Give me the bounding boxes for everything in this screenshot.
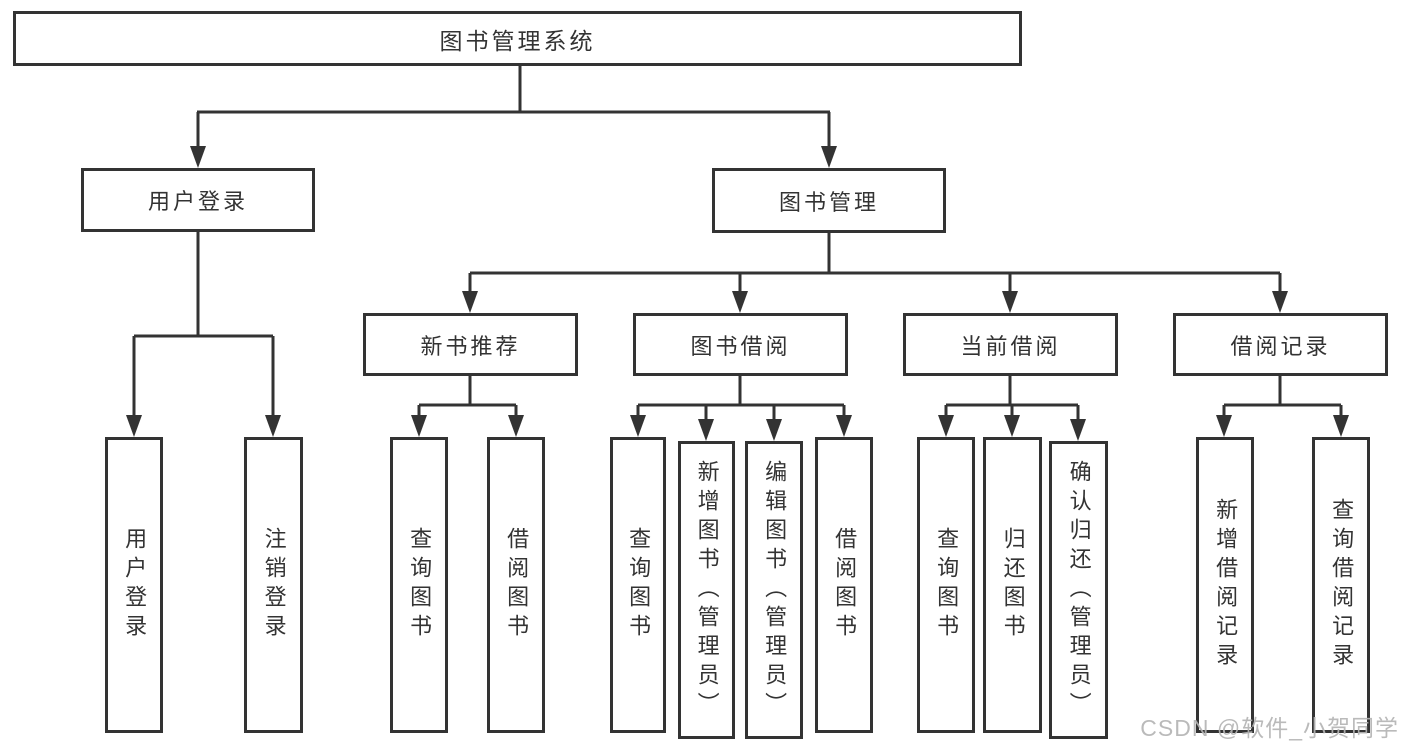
arrowhead	[1272, 291, 1288, 313]
node-label: 借阅记录	[1230, 333, 1331, 359]
leaf-user-login: 用户登录	[105, 437, 163, 733]
arrowhead	[938, 415, 954, 437]
leaf-label: 注销登录	[261, 527, 287, 643]
node-current-borrowing: 当前借阅	[903, 313, 1118, 376]
arrowhead	[265, 415, 281, 437]
arrowhead	[630, 415, 646, 437]
arrowhead	[190, 146, 206, 168]
arrowhead	[836, 415, 852, 437]
arrowhead	[1002, 291, 1018, 313]
leaf-label: 归还图书	[1000, 527, 1026, 643]
arrowhead	[821, 146, 837, 168]
leaf-label: 编辑图书（管理员）	[762, 459, 788, 721]
arrowhead	[508, 415, 524, 437]
arrowhead	[126, 415, 142, 437]
arrowhead	[698, 419, 714, 441]
leaf-label: 查询图书	[626, 527, 652, 643]
arrowhead	[1216, 415, 1232, 437]
node-new-book-recommendation: 新书推荐	[363, 313, 578, 376]
node-book-borrowing: 图书借阅	[633, 313, 848, 376]
leaf-add-borrow-record: 新增借阅记录	[1196, 437, 1254, 733]
arrowhead	[411, 415, 427, 437]
node-book-management: 图书管理	[712, 168, 946, 233]
leaf-label: 借阅图书	[504, 527, 530, 643]
node-label: 图书管理系统	[439, 27, 596, 54]
node-label: 图书管理	[778, 189, 879, 215]
leaf-borrow-books: 借阅图书	[815, 437, 873, 733]
leaf-return-books: 归还图书	[983, 437, 1042, 733]
node-label: 新书推荐	[420, 333, 521, 359]
node-label: 当前借阅	[960, 333, 1061, 359]
node-borrowing-records: 借阅记录	[1173, 313, 1388, 376]
node-library-management-system: 图书管理系统	[13, 11, 1022, 66]
arrowhead	[1333, 415, 1349, 437]
leaf-confirm-return-admin: 确认归还（管理员）	[1049, 441, 1108, 739]
leaf-logout: 注销登录	[244, 437, 303, 733]
leaf-label: 用户登录	[122, 527, 148, 643]
leaf-label: 查询图书	[934, 527, 960, 643]
leaf-label: 确认归还（管理员）	[1066, 459, 1092, 721]
leaf-label: 借阅图书	[832, 527, 858, 643]
arrowhead	[766, 419, 782, 441]
leaf-query-books: 查询图书	[610, 437, 666, 733]
arrowhead	[1070, 419, 1086, 441]
leaf-edit-books-admin: 编辑图书（管理员）	[745, 441, 803, 739]
leaf-query-books: 查询图书	[917, 437, 975, 733]
leaf-label: 查询图书	[407, 527, 433, 643]
leaf-query-books: 查询图书	[390, 437, 448, 733]
leaf-borrow-books: 借阅图书	[487, 437, 545, 733]
node-label: 图书借阅	[690, 333, 791, 359]
arrowhead	[462, 291, 478, 313]
node-user-login: 用户登录	[81, 168, 315, 232]
leaf-label: 查询借阅记录	[1329, 498, 1355, 672]
arrowhead	[732, 291, 748, 313]
node-label: 用户登录	[147, 189, 248, 214]
leaf-add-books-admin: 新增图书（管理员）	[678, 441, 735, 739]
arrowhead	[1004, 415, 1020, 437]
leaf-label: 新增借阅记录	[1213, 498, 1239, 672]
csdn-watermark: CSDN @软件_小贺同学	[1140, 715, 1399, 741]
leaf-query-borrow-record: 查询借阅记录	[1312, 437, 1370, 733]
leaf-label: 新增图书（管理员）	[694, 459, 720, 721]
